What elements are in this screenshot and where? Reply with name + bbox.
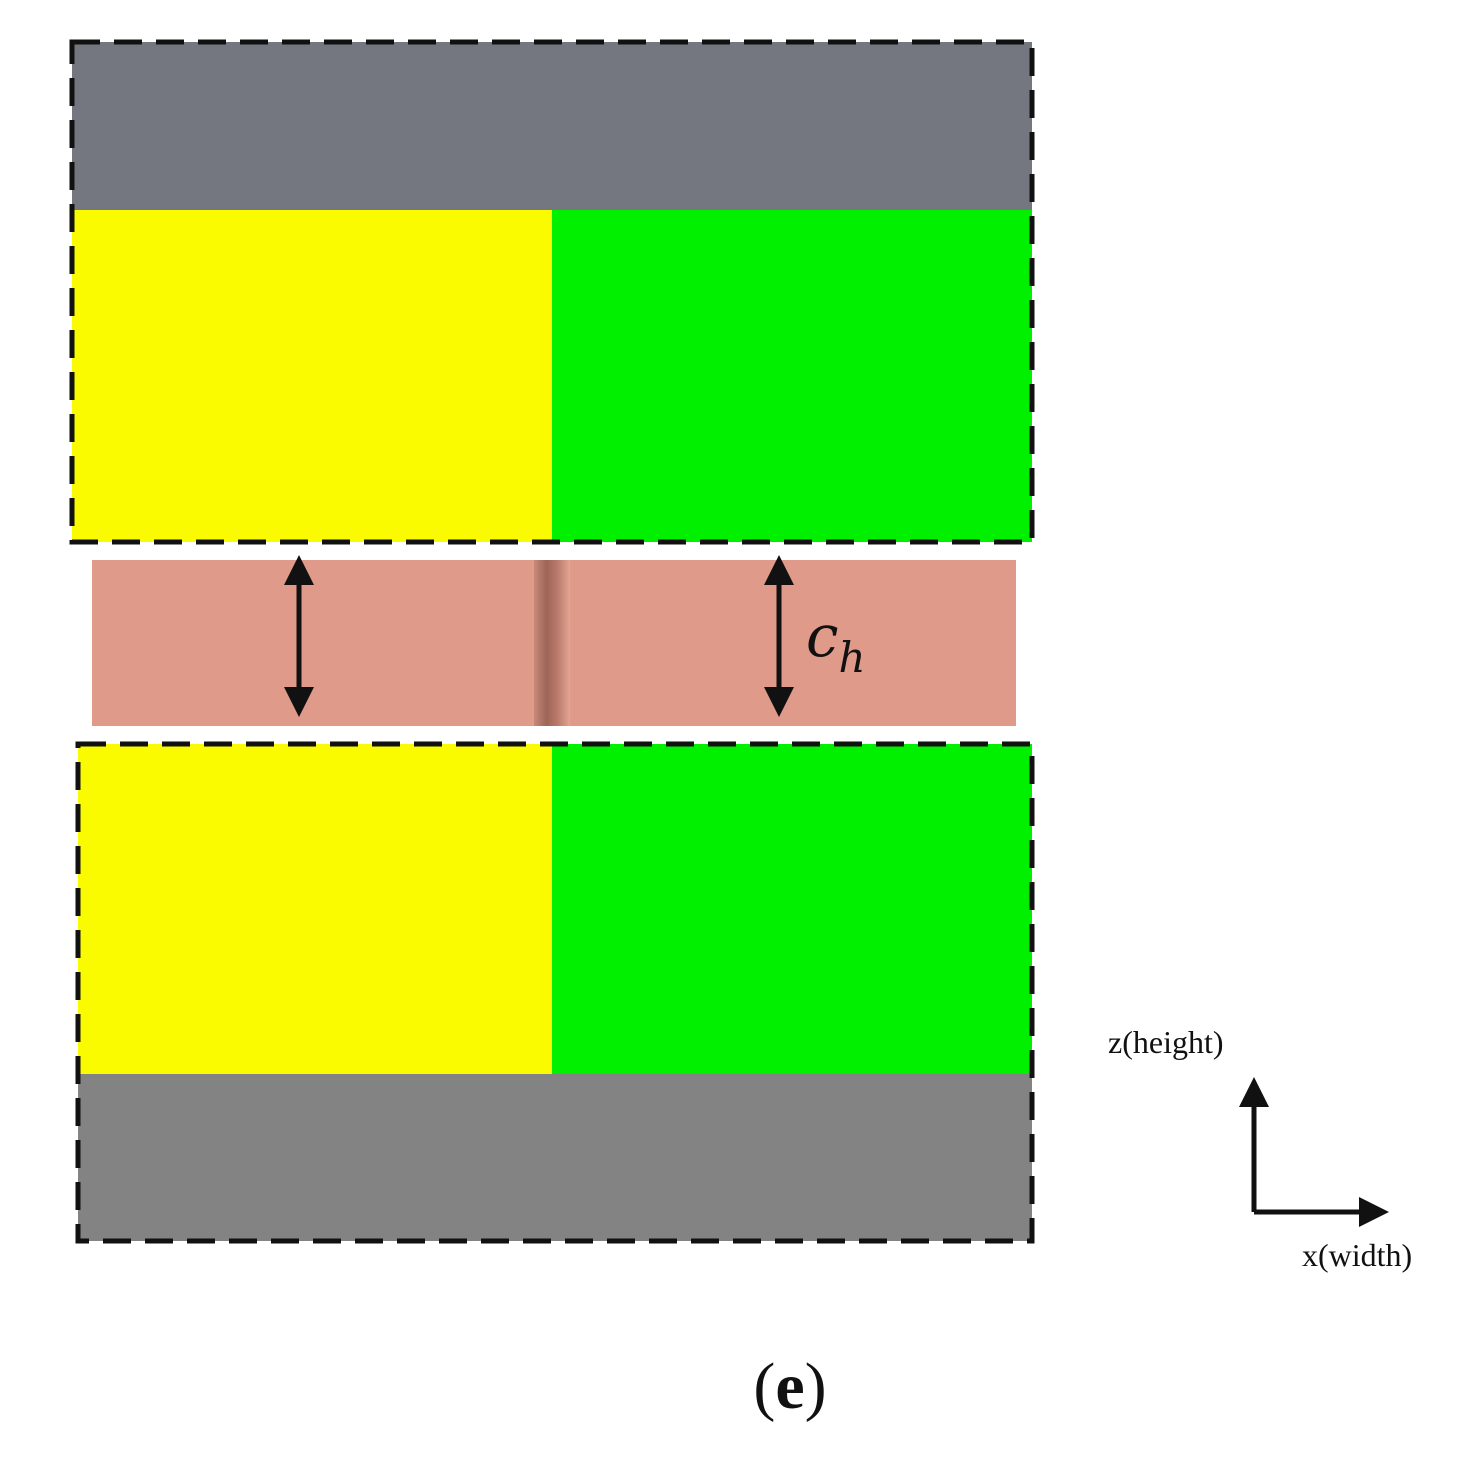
- bottom-green-region: [552, 744, 1032, 1074]
- dimension-label: ch: [806, 602, 866, 682]
- middle-layer: ch: [92, 555, 1016, 726]
- axes-indicator: z(height) x(width): [1108, 1024, 1412, 1273]
- z-axis-label: z(height): [1108, 1024, 1224, 1060]
- x-axis-label: x(width): [1302, 1237, 1412, 1273]
- top-gray-layer: [72, 42, 1032, 210]
- figure-caption: (e): [753, 1350, 826, 1423]
- bottom-gray-layer: [78, 1074, 1032, 1241]
- top-dashed-frame: [69, 39, 1035, 545]
- top-block: [69, 39, 1035, 545]
- top-green-region: [552, 210, 1032, 542]
- bottom-dashed-frame: [75, 741, 1035, 1244]
- bottom-yellow-region: [78, 744, 552, 1074]
- top-yellow-region: [72, 210, 552, 542]
- bottom-block: [75, 741, 1035, 1244]
- salmon-seam: [534, 560, 570, 726]
